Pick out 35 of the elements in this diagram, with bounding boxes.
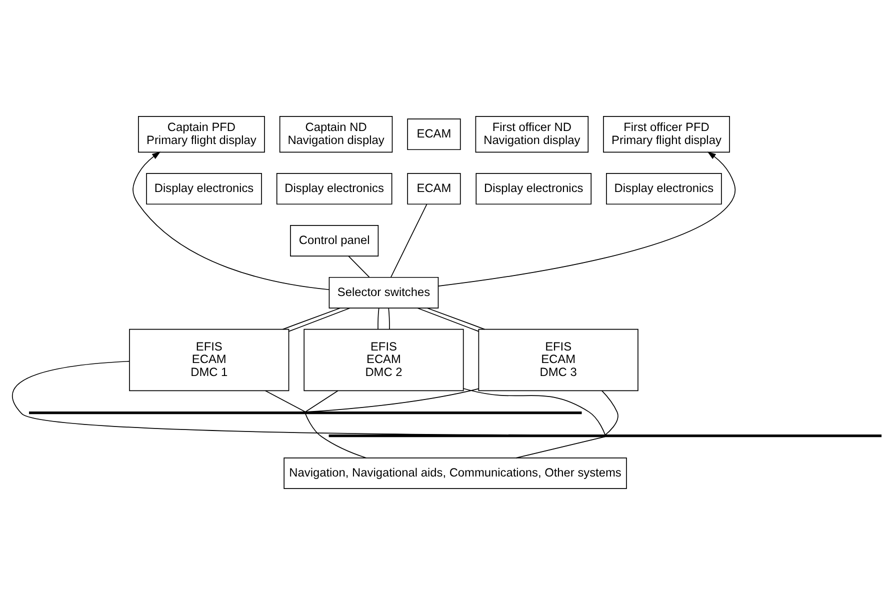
connector [388, 308, 390, 330]
node-box: Navigation, Navigational aids, Communications, Other systems [284, 458, 627, 490]
connector [463, 388, 606, 436]
connector [417, 308, 479, 332]
node-bar [29, 412, 582, 414]
arrow [132, 152, 330, 290]
node-box: Display electronics [146, 173, 262, 205]
connector [378, 308, 380, 330]
connector [305, 388, 480, 412]
connector [601, 390, 618, 436]
node-box: EFIS ECAM DMC 1 [129, 328, 290, 392]
connector [348, 256, 370, 278]
node-box: Selector switches [328, 276, 439, 308]
node-box: First officer ND Navigation display [475, 116, 589, 153]
connector [516, 436, 606, 458]
connector [305, 390, 338, 412]
connector [264, 390, 306, 412]
connector [426, 308, 486, 330]
connector [288, 308, 350, 332]
node-box: ECAM [407, 118, 461, 150]
connector [282, 308, 341, 330]
node-bar [328, 434, 882, 438]
connector [390, 204, 428, 278]
node-box: ECAM [407, 173, 461, 205]
arrow [438, 152, 736, 286]
node-box: First officer PFD Primary flight display [603, 116, 730, 153]
node-box: EFIS ECAM DMC 3 [478, 328, 638, 392]
node-box: Captain PFD Primary flight display [138, 116, 265, 153]
connector [304, 413, 367, 458]
node-box: Display electronics [476, 173, 592, 205]
node-box: Display electronics [606, 173, 722, 205]
node-box: Control panel [290, 225, 379, 256]
node-box: Captain ND Navigation display [279, 116, 393, 153]
node-box: EFIS ECAM DMC 2 [304, 328, 464, 392]
node-box: Display electronics [276, 173, 392, 205]
